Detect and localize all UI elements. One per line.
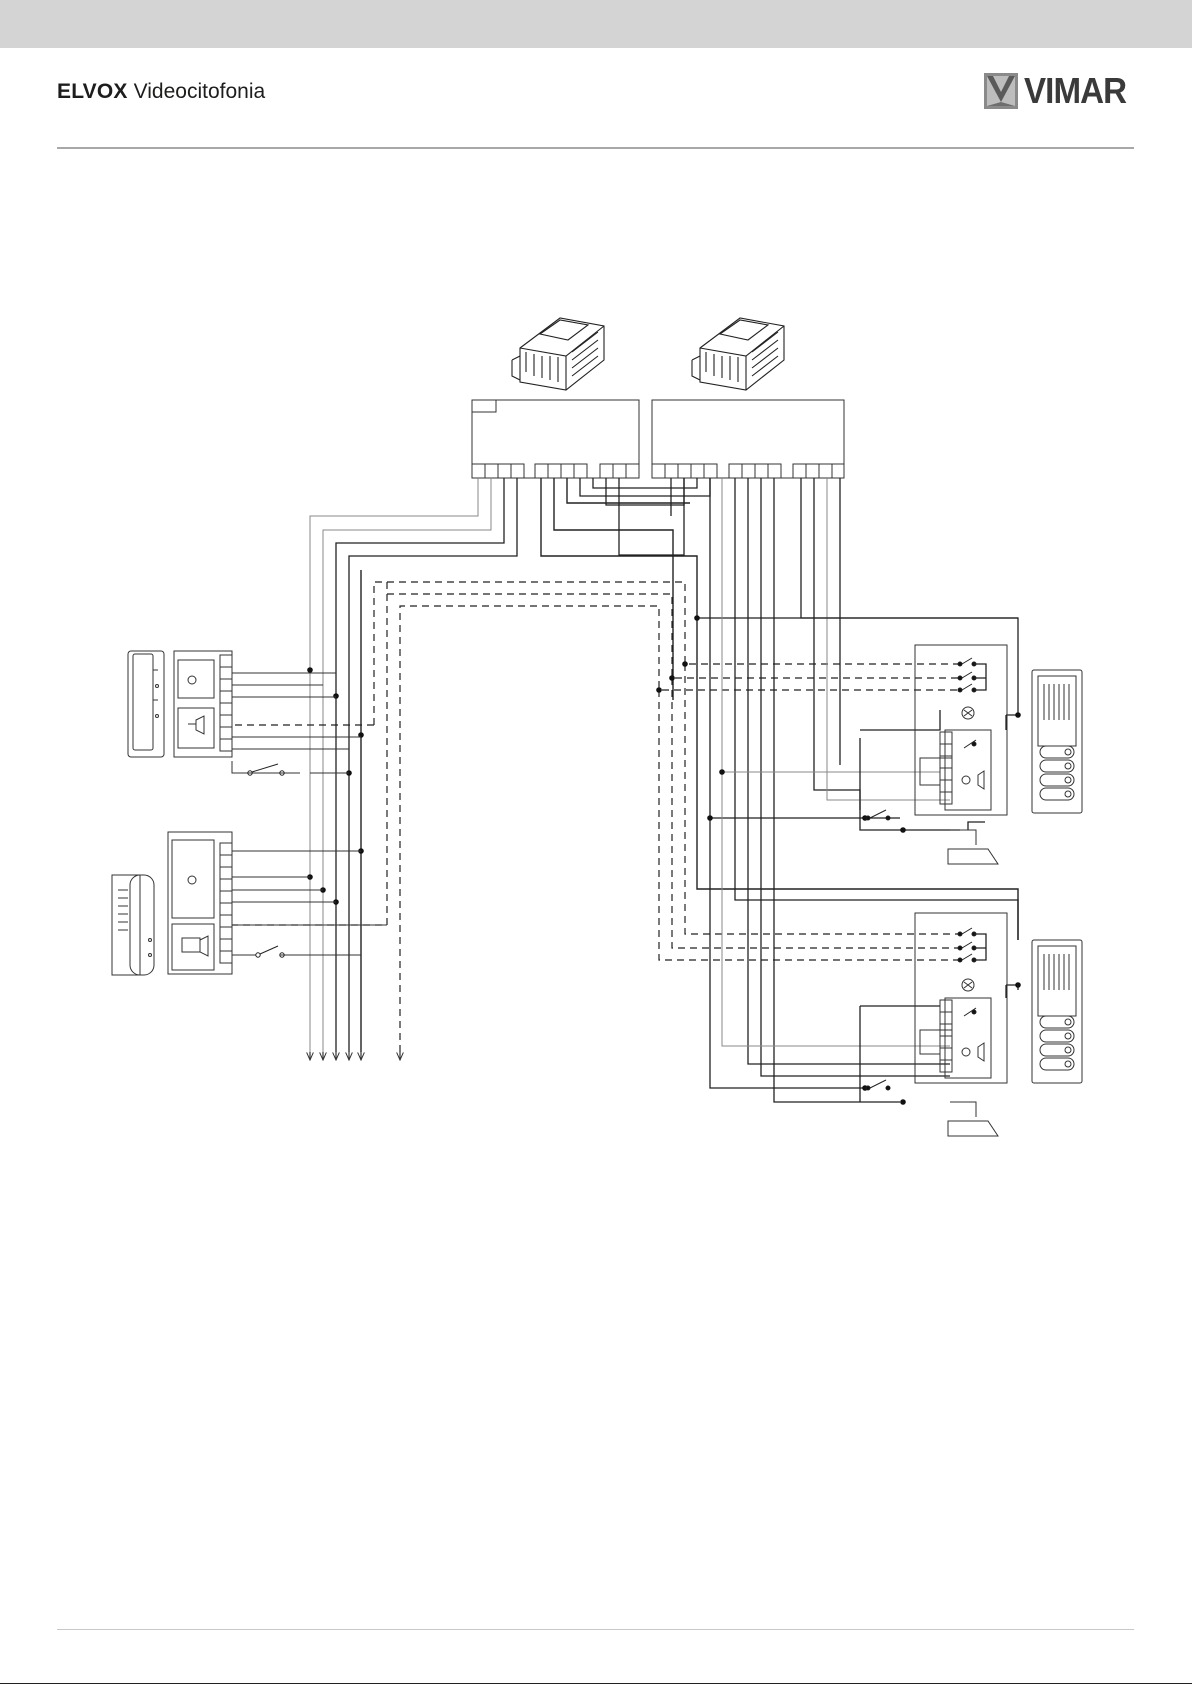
panel-1-switches bbox=[866, 658, 976, 820]
handset-2-terminals bbox=[168, 832, 387, 974]
power-supply-2 bbox=[692, 318, 784, 390]
logo-text: VIMAR bbox=[1024, 70, 1126, 112]
product-name: Videocitofonia bbox=[134, 80, 266, 104]
power-supply-1 bbox=[512, 318, 604, 390]
header-divider bbox=[57, 147, 1134, 149]
intercom-handset-1 bbox=[128, 651, 164, 757]
bus-arrows bbox=[310, 1052, 400, 1060]
dashed-video-wires bbox=[232, 582, 960, 1052]
top-bar bbox=[0, 0, 1192, 48]
intercom-handset-2 bbox=[112, 875, 154, 975]
electric-lock-1 bbox=[948, 830, 998, 864]
footer-divider bbox=[57, 1629, 1134, 1630]
wiring-diagram bbox=[0, 300, 1192, 1150]
junction-dots bbox=[307, 615, 1021, 1105]
terminal-block-1 bbox=[472, 400, 639, 478]
vimar-logo: VIMAR bbox=[983, 70, 1135, 112]
electric-lock-2 bbox=[948, 1102, 998, 1136]
panel-2-switches bbox=[866, 928, 976, 1090]
vimar-logo-icon bbox=[983, 72, 1019, 110]
entrance-keypad-1 bbox=[1032, 670, 1082, 813]
terminal-block-2 bbox=[652, 400, 844, 478]
page-bottom-edge bbox=[0, 1683, 1192, 1684]
brand-name: ELVOX bbox=[57, 80, 128, 104]
entrance-panel-2 bbox=[915, 913, 1007, 1083]
handset-1-terminals bbox=[174, 651, 361, 773]
entrance-keypad-2 bbox=[1032, 940, 1082, 1083]
left-bus-wires bbox=[310, 478, 517, 1052]
right-bus-wires bbox=[697, 478, 1018, 1102]
page-header: ELVOX Videocitofonia bbox=[57, 80, 265, 114]
